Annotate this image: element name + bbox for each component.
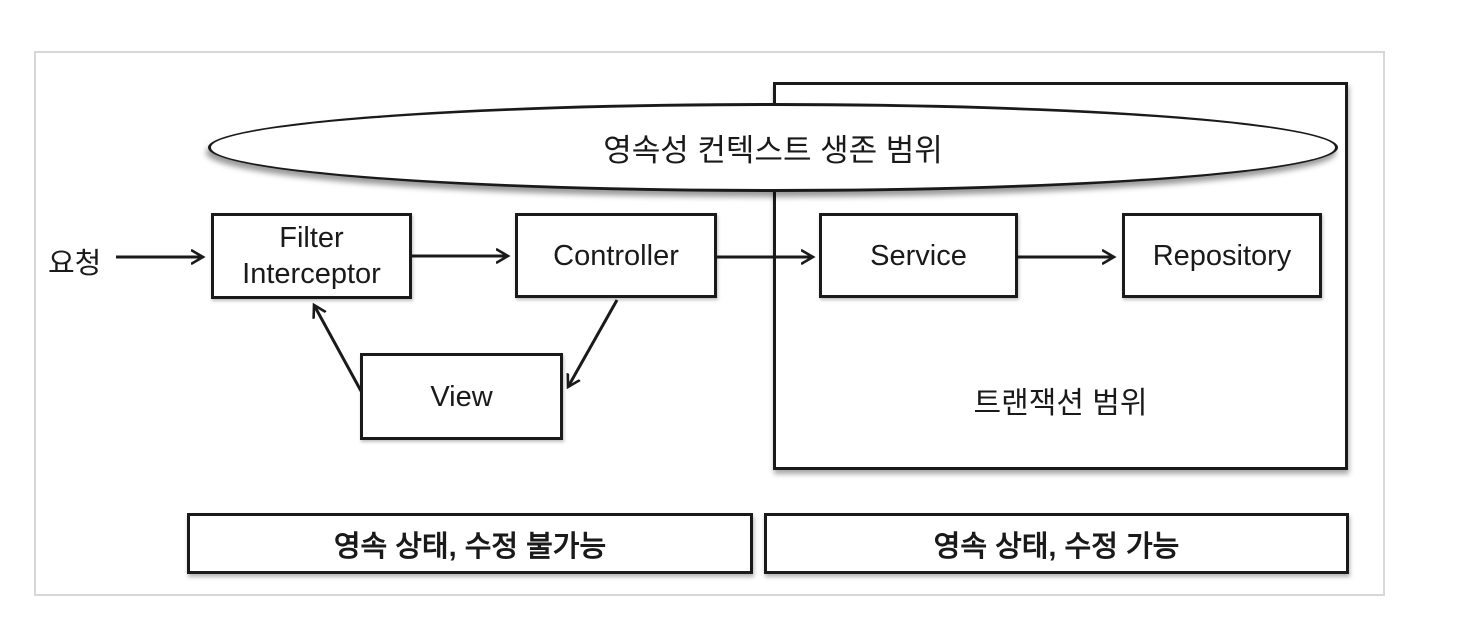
controller-label: Controller [553,239,679,272]
repository-box: Repository [1122,213,1322,298]
controller-box: Controller [515,213,717,298]
legend-persistent-readonly-label: 영속 상태, 수정 불가능 [333,530,607,563]
repository-label: Repository [1152,239,1292,272]
request-label: 요청 [48,248,102,280]
service-label: Service [870,239,967,272]
persistence-context-ellipse: 영속성 컨텍스트 생존 범위 [208,103,1338,192]
filter-interceptor-label-line2: Interceptor [242,258,381,290]
view-label: View [430,380,493,413]
service-box: Service [819,213,1018,298]
persistence-context-label: 영속성 컨텍스트 생존 범위 [603,133,943,168]
legend-persistent-editable-box: 영속 상태, 수정 가능 [764,513,1349,574]
transaction-scope-label: 트랜잭션 범위 [973,387,1148,420]
view-box: View [360,353,563,440]
legend-persistent-readonly-box: 영속 상태, 수정 불가능 [187,513,753,574]
filter-interceptor-label-line1: Filter [279,222,344,254]
filter-interceptor-box: Filter Interceptor [211,213,412,299]
legend-persistent-editable-label: 영속 상태, 수정 가능 [933,530,1180,563]
